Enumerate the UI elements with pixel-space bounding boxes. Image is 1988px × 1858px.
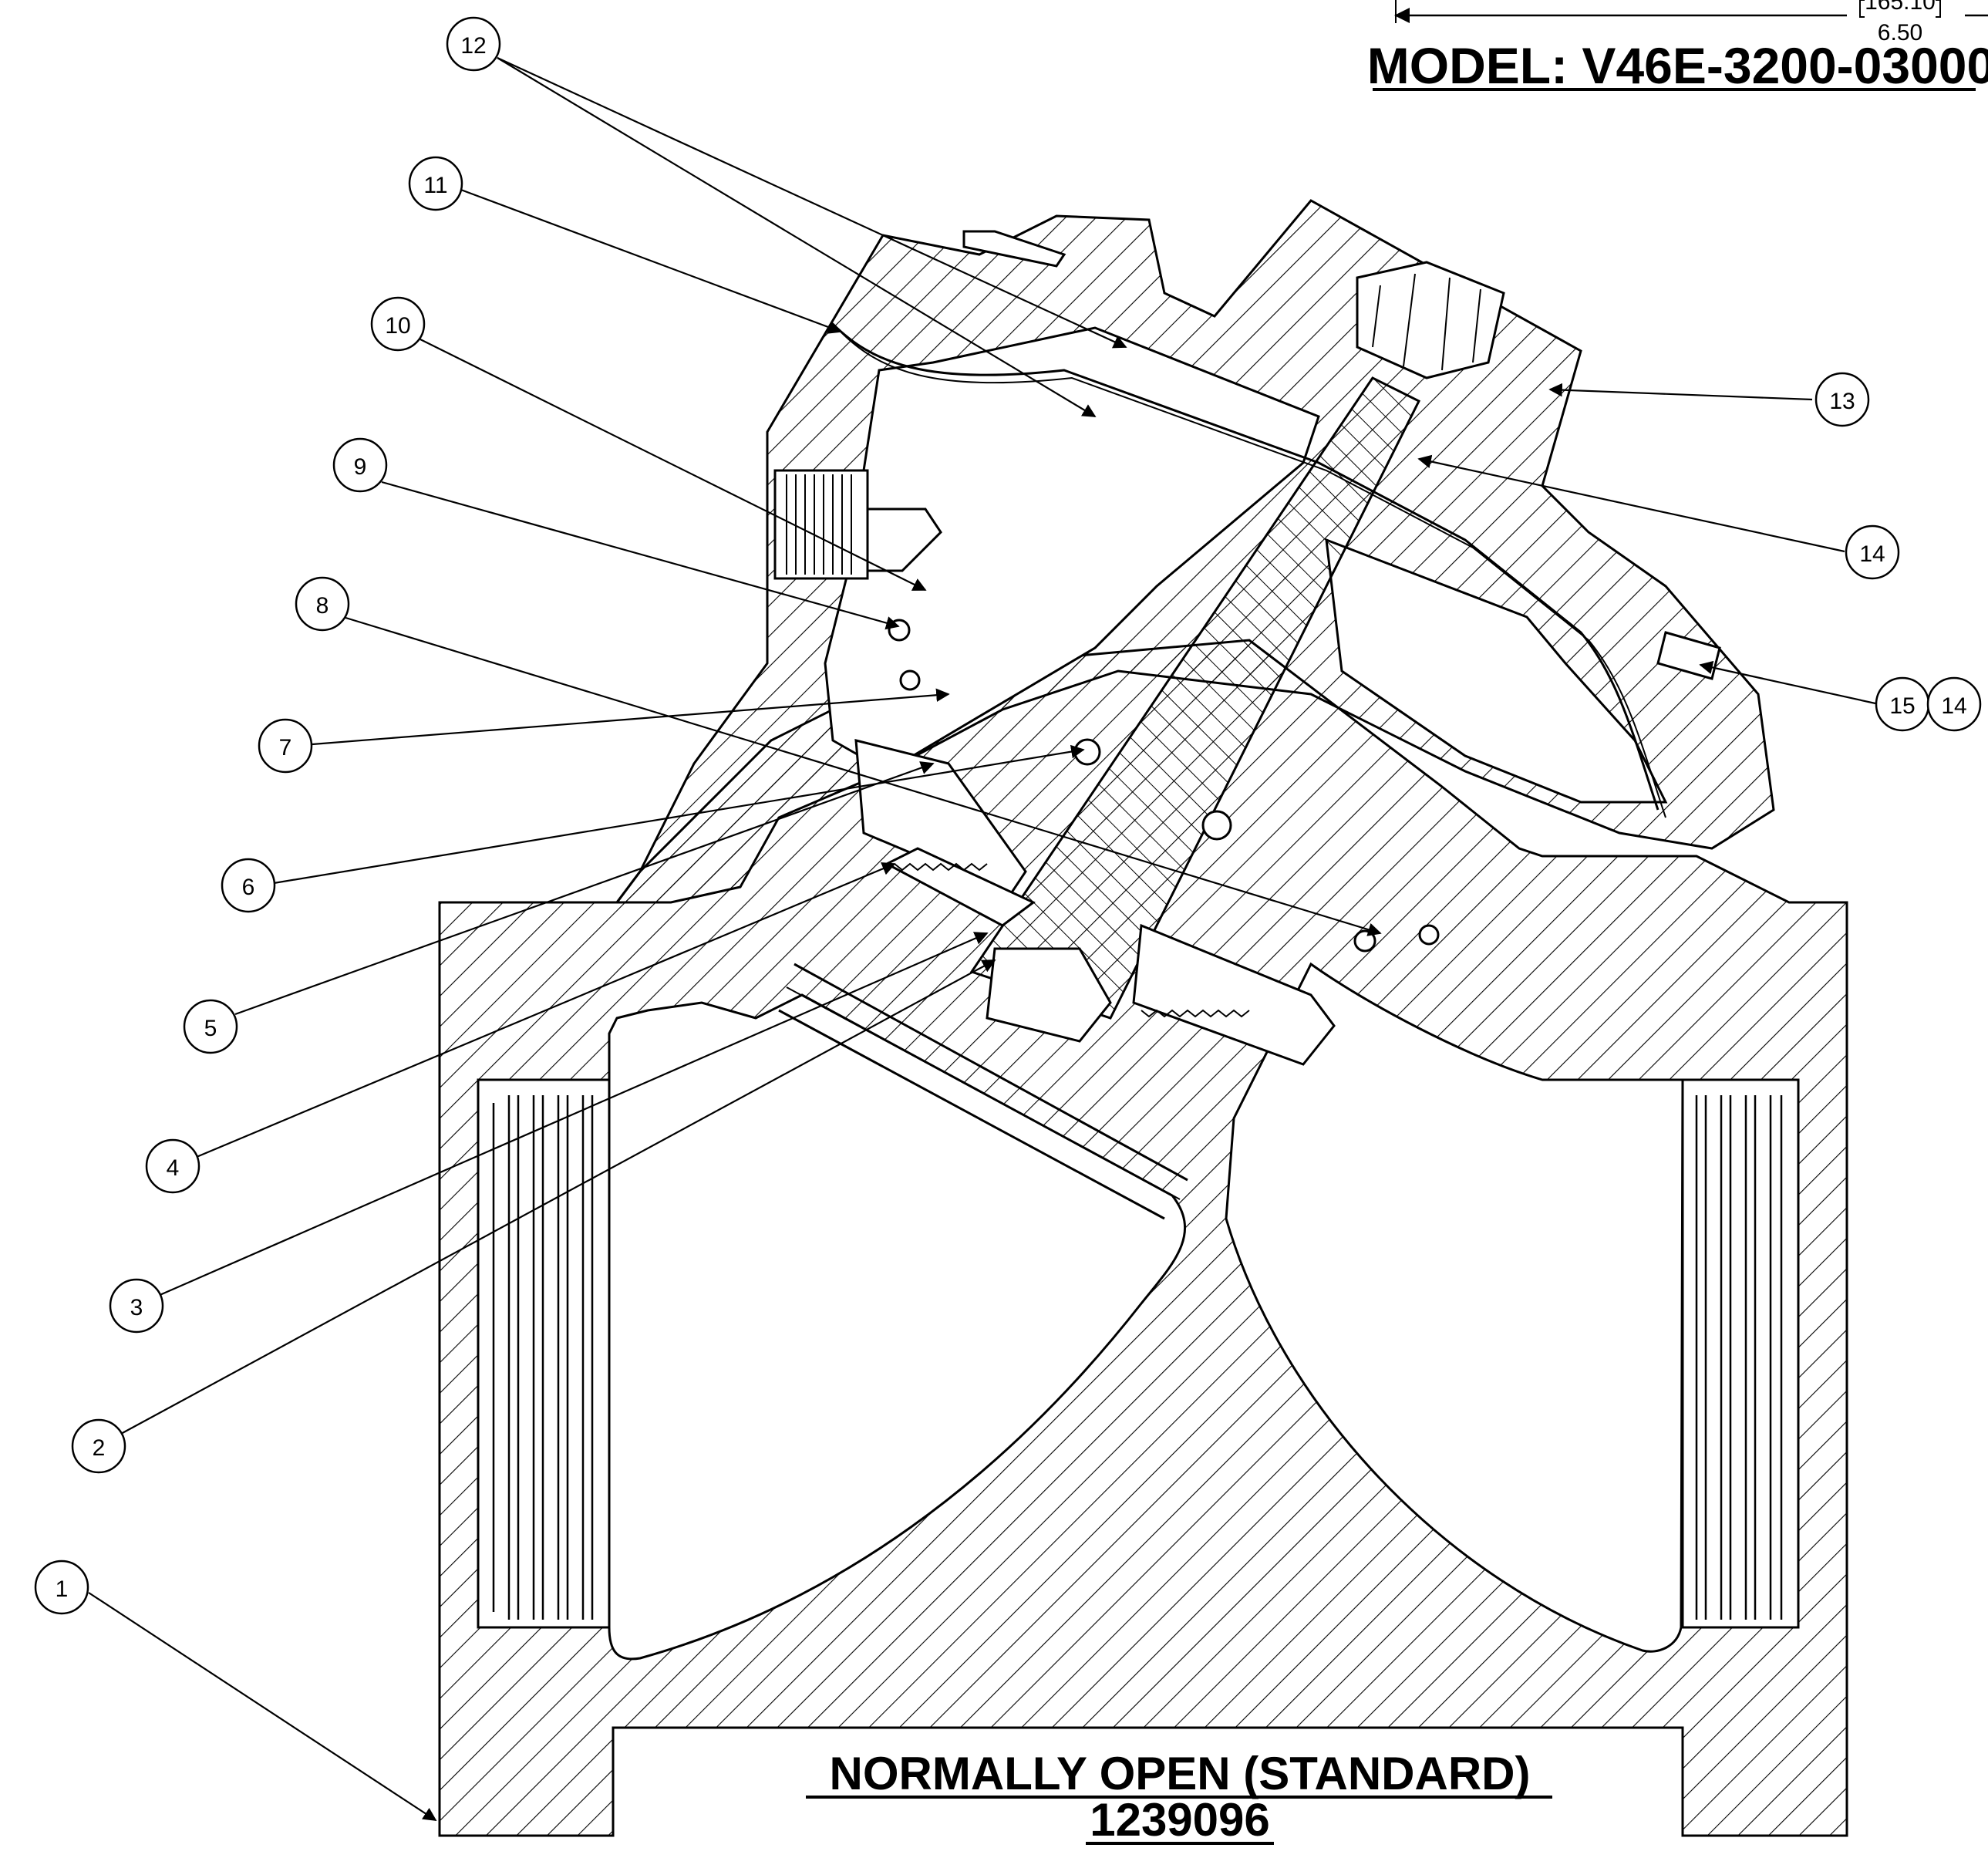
balloon-13: 13	[1814, 372, 1870, 427]
caption-line1: NORMALLY OPEN (STANDARD)	[830, 1748, 1531, 1799]
dimension-imperial: 6.50	[1878, 20, 1922, 46]
balloon-10: 10	[370, 296, 426, 352]
model-title: MODEL: V46E-3200-03000	[1367, 37, 1988, 94]
balloon-4: 4	[145, 1138, 200, 1194]
balloon-9-label: 9	[354, 454, 367, 480]
caption: NORMALLY OPEN (STANDARD) 1239096	[806, 1748, 1552, 1846]
valve-body	[438, 639, 1848, 1837]
balloon-6: 6	[221, 858, 276, 913]
balloon-7: 7	[258, 718, 313, 774]
dimension-callout: 165.10 6.50	[1394, 0, 1988, 46]
caption-line2: 1239096	[1090, 1794, 1270, 1846]
balloon-5-label: 5	[204, 1016, 217, 1041]
balloon-13-label: 13	[1829, 389, 1855, 414]
balloon-6-label: 6	[242, 875, 255, 900]
balloon-10-label: 10	[385, 313, 410, 339]
balloon-14-lower: 14	[1926, 676, 1982, 732]
balloon-1-label: 1	[56, 1576, 69, 1602]
balloon-15: 15	[1875, 676, 1930, 732]
balloon-12-label: 12	[460, 33, 486, 59]
balloon-9: 9	[332, 437, 388, 493]
balloon-3: 3	[109, 1278, 164, 1334]
valve-bonnet	[615, 199, 1775, 1066]
balloon-1: 1	[34, 1560, 89, 1615]
balloon-14-lower-label: 14	[1941, 693, 1966, 719]
balloon-11-label: 11	[423, 173, 447, 198]
balloon-14-upper-label: 14	[1859, 541, 1885, 567]
balloon-4-label: 4	[167, 1155, 180, 1181]
dimension-metric: 165.10	[1865, 0, 1936, 15]
balloon-14-upper: 14	[1845, 524, 1900, 580]
balloon-7-label: 7	[279, 735, 292, 760]
balloon-15-label: 15	[1889, 693, 1915, 719]
balloon-8-label: 8	[316, 593, 329, 619]
leader-lines	[88, 57, 1876, 1821]
balloon-5: 5	[183, 999, 238, 1054]
balloon-12: 12	[446, 16, 501, 72]
balloon-2: 2	[71, 1418, 126, 1474]
balloon-8: 8	[295, 576, 350, 632]
balloon-11: 11	[408, 156, 463, 211]
balloon-3-label: 3	[130, 1295, 143, 1320]
balloon-2-label: 2	[93, 1435, 106, 1461]
